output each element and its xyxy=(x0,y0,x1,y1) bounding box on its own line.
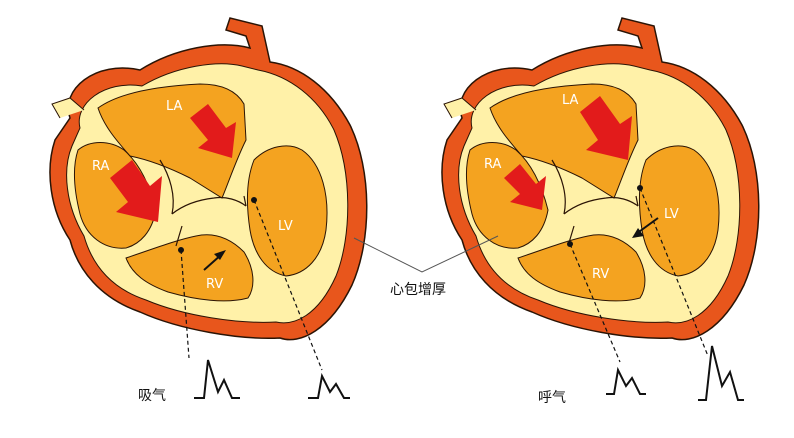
la-label: LA xyxy=(562,93,579,108)
ra-label: RA xyxy=(92,159,110,174)
left-heart: LA RA RV LV 吸气 xyxy=(49,17,368,404)
expiration-caption: 呼气 xyxy=(538,390,566,406)
rv-label: RV xyxy=(592,267,609,282)
right-heart: LA RA RV LV 呼气 xyxy=(441,17,760,406)
ra-flow-arrow-icon xyxy=(504,164,546,210)
lv-septal-arrowhead-icon xyxy=(632,228,644,238)
la-flow-arrow-icon xyxy=(190,104,236,158)
mitral-dashed-line xyxy=(253,199,323,371)
rv-septal-arrowhead-icon xyxy=(214,250,226,260)
ra-flow-arrow-icon xyxy=(110,160,162,222)
lv-label: LV xyxy=(664,207,679,222)
la-flow-arrow-icon xyxy=(580,96,632,160)
tricuspid-dashed-line xyxy=(569,243,621,363)
rv-label: RV xyxy=(206,277,223,292)
lv-label: LV xyxy=(278,219,293,234)
pericardium-pointer-line xyxy=(353,235,499,273)
mitral-doppler-wave xyxy=(698,345,744,401)
thickened-pericardium-label: 心包增厚 xyxy=(390,282,446,298)
la-label: LA xyxy=(166,99,183,114)
tricuspid-doppler-wave xyxy=(194,359,240,399)
tricuspid-doppler-wave xyxy=(606,366,646,395)
mitral-dashed-line xyxy=(639,187,709,357)
inspiration-caption: 吸气 xyxy=(138,388,166,404)
ra-label: RA xyxy=(484,157,502,172)
mitral-doppler-wave xyxy=(308,372,350,399)
